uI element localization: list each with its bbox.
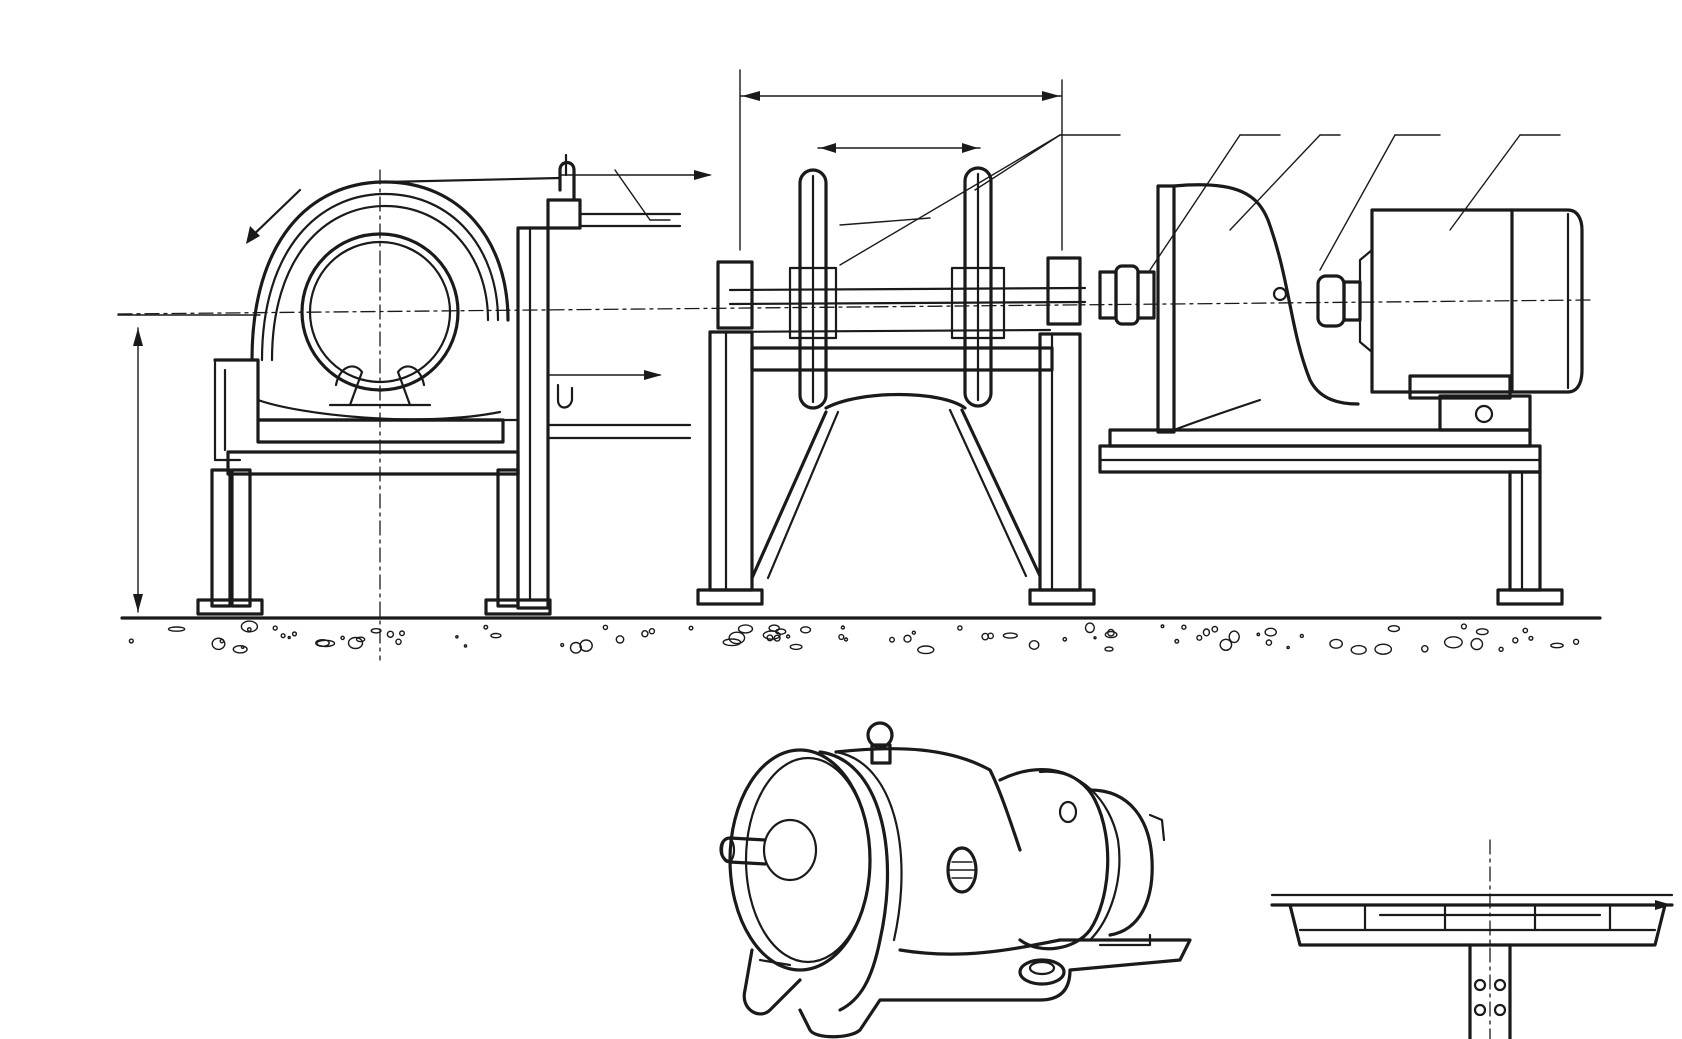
gravel-stone [1374,643,1393,655]
gravel-stone [615,635,625,644]
gravel-stone [455,635,459,639]
gravel-stone [490,632,502,639]
gravel-stone [1350,644,1367,655]
gravel-stone [246,627,252,632]
gravel-stone [272,625,278,631]
shaft-centerline [117,299,1591,315]
height-dimension [117,314,261,613]
gravel-stone [1470,637,1484,651]
gravel-stone [785,634,791,639]
gravel-stone [843,637,849,642]
gravel-stone [917,645,935,655]
gravel-stone [1512,637,1519,644]
drum-assembly [196,153,712,661]
gravel-stone [1256,632,1261,637]
gravel-stone [340,635,345,641]
gravel-stone [1299,633,1305,639]
gravel-stone [1104,646,1114,652]
gravel-stone [737,624,754,634]
gravel-stone [1093,636,1097,640]
gravel-stone [347,636,364,650]
elevation-view [117,69,1602,661]
gravel-stone [291,631,298,637]
gravel-stone [1460,623,1468,630]
wheel-trestle-assembly [696,69,1121,606]
gravel-stone [1002,632,1018,639]
gravel-stone [768,624,781,632]
gravel-stone [219,638,225,644]
gravel-stone [315,639,330,648]
gravel-stone [1421,645,1429,653]
gravel-stone [370,628,382,634]
gravel-stone [386,630,395,638]
gravel-stone [463,644,468,648]
gravel-stone [280,633,286,639]
gravel-stone [1522,627,1529,634]
gravel-stone [799,626,812,634]
gravel-stone [981,632,990,641]
gravel-stone [232,645,248,654]
gear-reducer-perspective-view [719,721,1192,1039]
gravel-stone [957,625,963,631]
gravel-stone [1329,638,1344,649]
gravel-stone [579,639,593,652]
gravel-stone [1181,624,1187,630]
gravel-stone [840,625,846,630]
gravel-stone [1264,627,1277,637]
ground [120,616,1602,655]
gravel-stone [911,630,916,635]
gravel-stone [287,635,291,640]
gravel-stone [1062,636,1068,642]
gravel-stone [1265,639,1273,646]
gravel-stone [355,636,366,643]
gravel-stone [838,633,845,641]
gravel-stone [1572,638,1580,645]
gravel-stone [1160,624,1165,629]
gravel-stone [1104,630,1118,639]
gravel-stone [903,634,912,643]
gravel-stone [1028,640,1040,651]
gravel-stone [240,620,259,633]
gravel-stone [1084,622,1096,634]
gravel-stone [648,628,656,635]
gravel-stone [560,642,565,648]
gravel-stone [1475,628,1489,636]
gravel-stone [1528,635,1534,641]
gravel-stone [773,634,781,642]
ground-gravel [128,620,1580,655]
gravel-stone [128,638,134,644]
gravel-stone [483,624,489,630]
gravel-stone [1174,638,1180,644]
gravel-stone [1387,624,1401,633]
gravel-stone [1211,625,1219,633]
gravel-stone [211,637,226,651]
gravel-stone [728,631,746,645]
gravel-stone [1202,628,1211,637]
gravel-stone [395,638,402,646]
gravel-stone [889,636,896,643]
partial-section-view [1270,839,1674,1039]
gravel-stone [1498,646,1504,652]
gravel-stone [569,641,583,654]
gravel-stone [399,630,406,637]
gravel-stone [789,643,803,651]
gravel-stone [167,626,186,632]
gravel-stone [1107,628,1115,637]
gravel-stone [1286,645,1290,650]
gravel-stone [688,625,694,631]
gravel-stone [1228,630,1240,644]
gravel-stone [602,624,609,631]
gravel-stone [1219,638,1233,651]
gravel-stone [1196,634,1203,641]
gravel-stone [641,630,649,638]
gravel-stone [1550,642,1564,649]
gravel-stone [1443,636,1463,649]
drive-assembly [1098,134,1584,606]
